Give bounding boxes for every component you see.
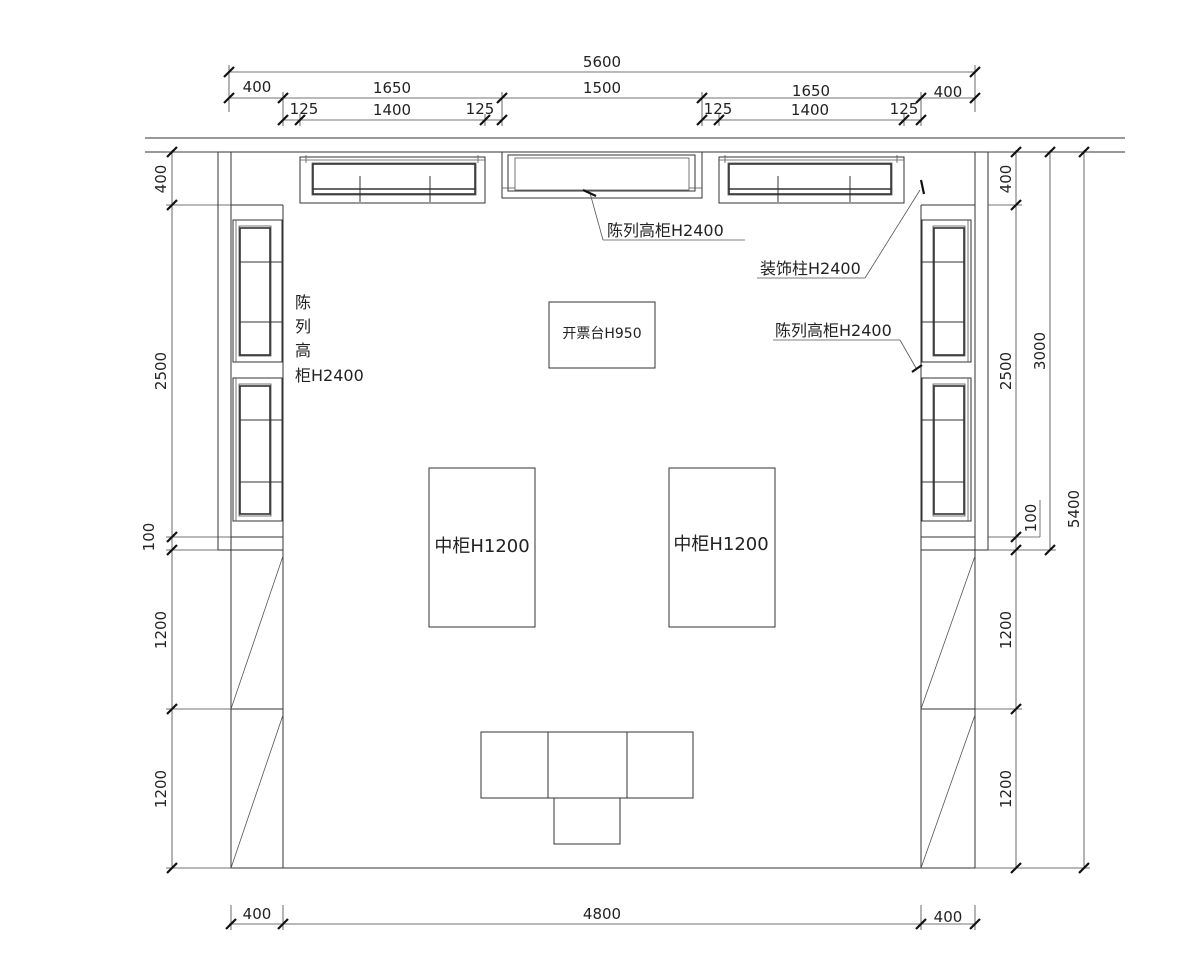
center-cabinet-right: 中柜H1200 [668,467,776,628]
left-dimension-chain: 400 2500 100 1200 1200 [140,146,231,874]
dim-bottom-center-4800: 4800 [583,905,621,923]
center-cabinet-right-label: 中柜H1200 [673,534,768,555]
dim-bottom-left-400: 400 [243,905,272,923]
dim-right-400: 400 [997,165,1015,194]
dim-top-center-1500: 1500 [583,79,621,97]
center-cabinet-left-label: 中柜H1200 [434,536,529,557]
dim-left-1200-a: 1200 [152,611,170,649]
ticket-desk-label: 开票台H950 [562,326,641,342]
dim-top-sub-left-125a: 125 [290,100,319,118]
dim-top-sub-right-125b: 125 [890,100,919,118]
dim-top-left-400: 400 [243,78,272,96]
room-outline [217,152,989,869]
ticket-desk: 开票台H950 [548,301,656,369]
dim-right-5400: 5400 [1065,490,1083,528]
top-center-display-cabinet [501,151,703,199]
dim-top-sub-right-1400: 1400 [791,101,829,119]
dim-right-1200-b: 1200 [997,770,1015,808]
right-display-cabinet-upper [921,219,972,363]
decor-column-label: 装饰柱H2400 [760,259,861,278]
dim-left-2500: 2500 [152,352,170,390]
dim-top-5600: 5600 [583,53,621,71]
front-counter [480,731,694,845]
bottom-dimension-chain: 400 4800 400 [225,905,981,930]
dim-right-2500: 2500 [997,352,1015,390]
dim-left-1200-b: 1200 [152,770,170,808]
dim-right-1200-a: 1200 [997,611,1015,649]
left-cabinet-label-4: 柜H2400 [295,366,364,385]
left-display-cabinet-lower [232,377,283,522]
dim-top-sub-left-125b: 125 [466,100,495,118]
top-right-display-cabinet [718,155,905,204]
top-dimension-chain: 5600 400 1650 1500 1650 400 125 140 [223,53,981,126]
right-cabinet-label: 陈列高柜H2400 [775,321,892,340]
dim-right-100: 100 [1022,504,1040,533]
dim-right-3000: 3000 [1031,332,1049,370]
annotations: 陈列高柜H2400 装饰柱H2400 陈列高柜H2400 陈 列 高 柜H240… [295,179,926,385]
dim-left-100: 100 [140,523,158,552]
dim-top-right-400: 400 [934,83,963,101]
top-wall [145,137,1125,153]
dim-top-sub-right-125a: 125 [704,100,733,118]
left-cabinet-label-2: 列 [295,317,311,336]
left-display-cabinet-upper [232,219,283,363]
top-cabinet-label: 陈列高柜H2400 [607,221,724,240]
dim-top-left-1650: 1650 [373,79,411,97]
dim-bottom-right-400: 400 [934,908,963,926]
left-cabinet-label-1: 陈 [295,293,311,312]
center-cabinet-left: 中柜H1200 [428,467,536,628]
right-display-cabinet-lower [921,377,972,522]
dim-top-right-1650: 1650 [792,82,830,100]
left-cabinet-label-3: 高 [295,341,311,360]
top-left-display-cabinet [299,155,486,204]
dim-left-400: 400 [152,165,170,194]
dim-top-sub-left-1400: 1400 [373,101,411,119]
right-dimension-chain: 400 2500 100 1200 1200 3000 5400 [975,146,1090,874]
